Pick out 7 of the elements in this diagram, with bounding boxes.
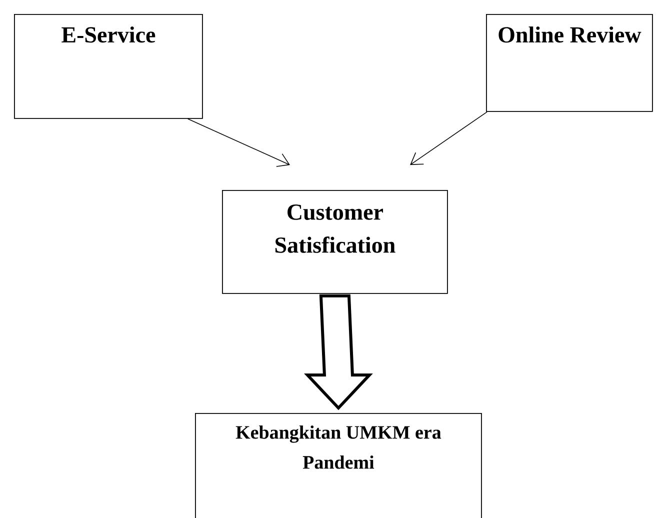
arrow: [188, 118, 290, 167]
arrow: [410, 112, 488, 165]
text-box: E-Service: [14, 14, 203, 119]
text-box: Online Review: [486, 14, 653, 112]
text-box: Customer Satisfication: [222, 190, 448, 294]
block-arrow: [304, 294, 373, 410]
text-box: Kebangkitan UMKM era Pandemi: [195, 413, 482, 518]
